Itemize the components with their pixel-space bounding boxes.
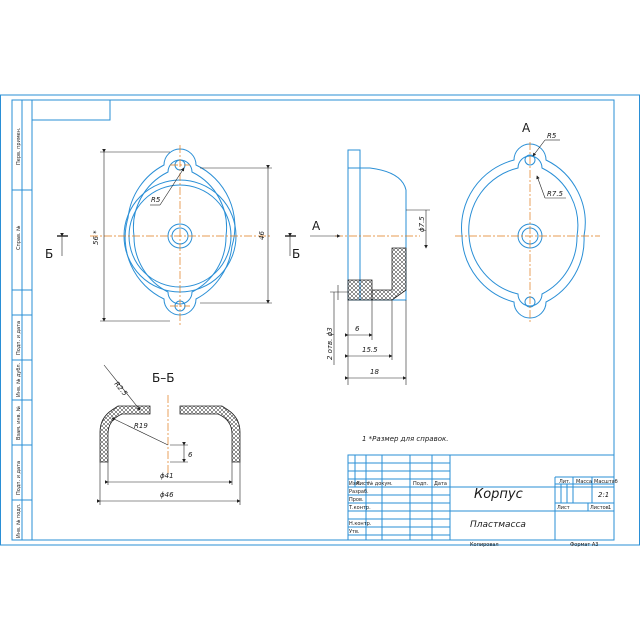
role-tech-control: Т.контр.: [348, 505, 371, 511]
view-a-label: А: [522, 121, 531, 135]
view-a-dim-r5: R5: [547, 132, 557, 140]
side-label-replace-inv: Взам. инв. №: [16, 405, 22, 440]
section-dim-6: 6: [188, 451, 193, 459]
arrow-a-label: А: [312, 219, 321, 233]
side-label-orig-inv: Инв. № подл.: [16, 503, 22, 538]
rev-label-sign: Подп.: [413, 481, 429, 487]
section-dim-r19: R19: [134, 422, 148, 430]
front-dim-inner: 46: [258, 231, 266, 240]
role-checker: Пров.: [349, 497, 364, 503]
section-mark-right: Б: [292, 247, 300, 261]
col-lit: Лит.: [559, 479, 571, 485]
format-label: Формат A3: [570, 542, 598, 548]
side-dim-18: 18: [370, 368, 379, 376]
side-view: А ϕ7.5 6 15.5 18 2 отв. ϕ3: [310, 149, 430, 385]
side-dim-6: 6: [355, 325, 360, 333]
copied-label: Копировал: [470, 542, 499, 548]
side-dim-155: 15.5: [362, 346, 378, 354]
col-mass: Масса: [576, 479, 592, 485]
title-block: Изм. Лист № докум. Подп. Дата Разраб. Пр…: [347, 454, 618, 548]
sheets-label: Листов: [590, 505, 609, 511]
part-name: Корпус: [474, 487, 523, 502]
section-mark-left: Б: [45, 247, 53, 261]
side-label-dup-inv: Инв. № дубл.: [16, 362, 22, 397]
top-left-box: [31, 100, 111, 121]
side-dim-d75: ϕ7.5: [418, 216, 426, 232]
role-approved: Утв.: [349, 529, 360, 535]
view-a: А R5 R7.5: [455, 121, 600, 322]
front-view: 56 * 46 R5: [90, 145, 272, 325]
side-strip: Перв. примен. Справ. № Подп. и дата Инв.…: [11, 99, 33, 541]
side-label-ref-no: Справ. №: [16, 225, 22, 250]
section-label: Б–Б: [152, 371, 174, 385]
role-developer: Разраб.: [349, 489, 369, 495]
section-marks: Б Б: [45, 233, 300, 261]
col-scale: Масштаб: [594, 479, 618, 485]
section-dim-r25: R2.5: [112, 380, 129, 398]
technical-note: 1 *Размер для справок.: [362, 435, 448, 443]
section-dim-d41: ϕ41: [160, 472, 174, 480]
scale-value: 2:1: [598, 491, 609, 499]
side-label-sign-date-1: Подп. и дата: [16, 321, 22, 355]
section-dim-d46: ϕ46: [160, 491, 174, 499]
front-dim-r5: R5: [151, 196, 161, 204]
section-bb: Б–Б 6 ϕ41 ϕ46 R2.5 R19: [97, 364, 241, 505]
rev-label-date: Дата: [434, 481, 447, 487]
sheet-label: Лист: [557, 505, 570, 511]
role-norm-control: Н.контр.: [349, 521, 372, 527]
rev-label-change: Изм.: [349, 481, 361, 487]
inner-border: [31, 99, 615, 541]
material: Пластмасса: [470, 520, 526, 530]
rev-label-doc: № докум.: [368, 481, 393, 487]
side-dim-holes: 2 отв. ϕ3: [326, 327, 334, 360]
side-label-first-use: Перв. примен.: [16, 127, 22, 165]
rev-label-sheet: Лист: [356, 481, 369, 487]
front-dim-height: 56 *: [92, 230, 100, 245]
side-label-sign-date-2: Подп. и дата: [16, 461, 22, 495]
outer-border: [0, 94, 640, 546]
sheets-value: 1: [608, 505, 611, 511]
view-a-dim-r75: R7.5: [547, 190, 564, 198]
